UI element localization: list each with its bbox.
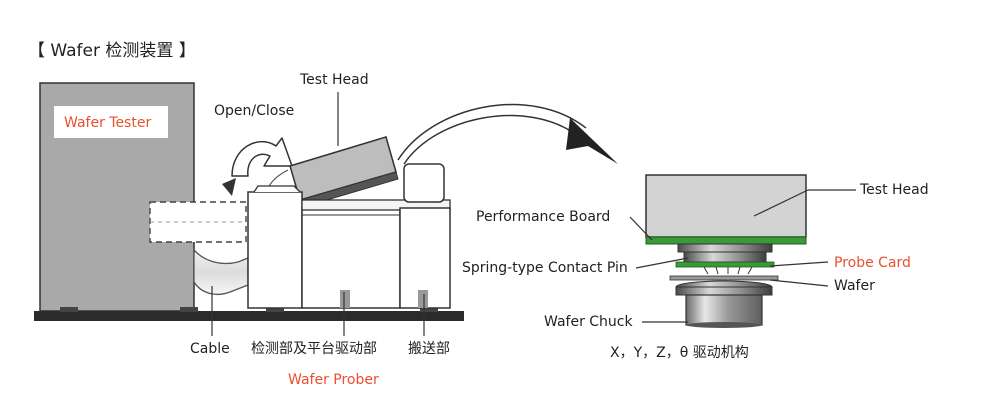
wafer-chuck-label: Wafer Chuck — [544, 314, 633, 330]
wafer — [669, 275, 779, 281]
open-close-arrow-icon — [231, 137, 293, 177]
page-title: 【 Wafer 检测装置 】 — [28, 41, 196, 61]
wafer-tester-label: Wafer Tester — [64, 115, 152, 131]
wafer-chuck — [675, 280, 773, 328]
probe-card — [675, 261, 775, 268]
cable — [193, 248, 249, 296]
wafer-prober-label: Wafer Prober — [288, 372, 379, 388]
wafer-tester — [39, 82, 195, 312]
wafer-prober — [247, 163, 451, 309]
drive-axes-label: X，Y，Z，θ 驱动机构 — [610, 345, 749, 361]
inspection-unit-label: 检测部及平台驱动部 — [251, 341, 377, 357]
base-plate — [34, 311, 464, 321]
curved-transfer-arrow-icon — [393, 99, 618, 165]
spring-pin-label: Spring-type Contact Pin — [462, 260, 628, 276]
transport-unit-label: 搬送部 — [408, 341, 450, 357]
test-head-right — [645, 174, 807, 238]
wafer-label: Wafer — [834, 278, 875, 294]
probe-card-label: Probe Card — [834, 255, 911, 271]
performance-board — [645, 236, 807, 245]
test-head-right-label: Test Head — [860, 182, 929, 198]
cable-label: Cable — [190, 341, 230, 357]
open-close-label: Open/Close — [214, 103, 295, 119]
performance-board-label: Performance Board — [476, 209, 611, 225]
cable-dashed — [149, 201, 247, 243]
spring-contact-pin — [677, 243, 773, 263]
test-head-left-label: Test Head — [300, 72, 369, 88]
